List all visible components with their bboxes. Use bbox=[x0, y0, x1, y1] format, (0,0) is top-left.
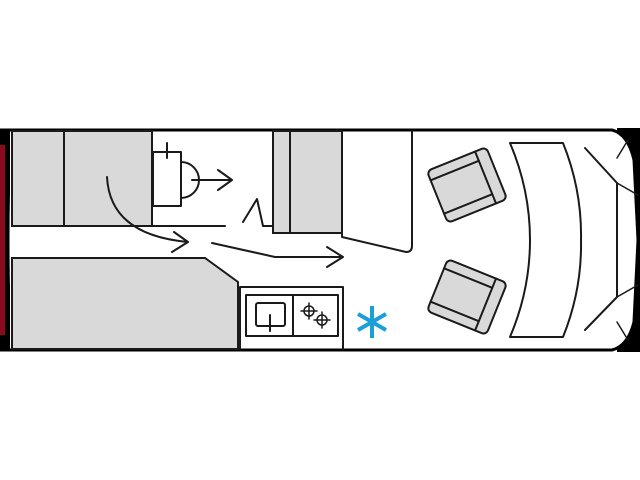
flow-arrow-icon bbox=[191, 169, 233, 191]
passenger-seat bbox=[427, 259, 507, 335]
asterisk-icon bbox=[357, 306, 387, 338]
rear-accent bbox=[0, 145, 5, 335]
flow-arrow-icon bbox=[211, 242, 344, 268]
rear-bed-top bbox=[11, 130, 153, 227]
front-bumper bbox=[616, 139, 639, 341]
wardrobe bbox=[272, 130, 343, 234]
cabinet bbox=[341, 130, 413, 253]
driver-seat bbox=[427, 147, 507, 223]
step-mark bbox=[242, 198, 274, 227]
stove-burner-icon bbox=[300, 302, 331, 329]
rear-bed-bottom bbox=[11, 257, 239, 350]
windshield bbox=[584, 147, 618, 331]
dashboard bbox=[509, 142, 583, 338]
sink-icon bbox=[255, 302, 286, 332]
flow-arrow-icon bbox=[106, 176, 189, 253]
kitchen-counter bbox=[239, 286, 344, 350]
